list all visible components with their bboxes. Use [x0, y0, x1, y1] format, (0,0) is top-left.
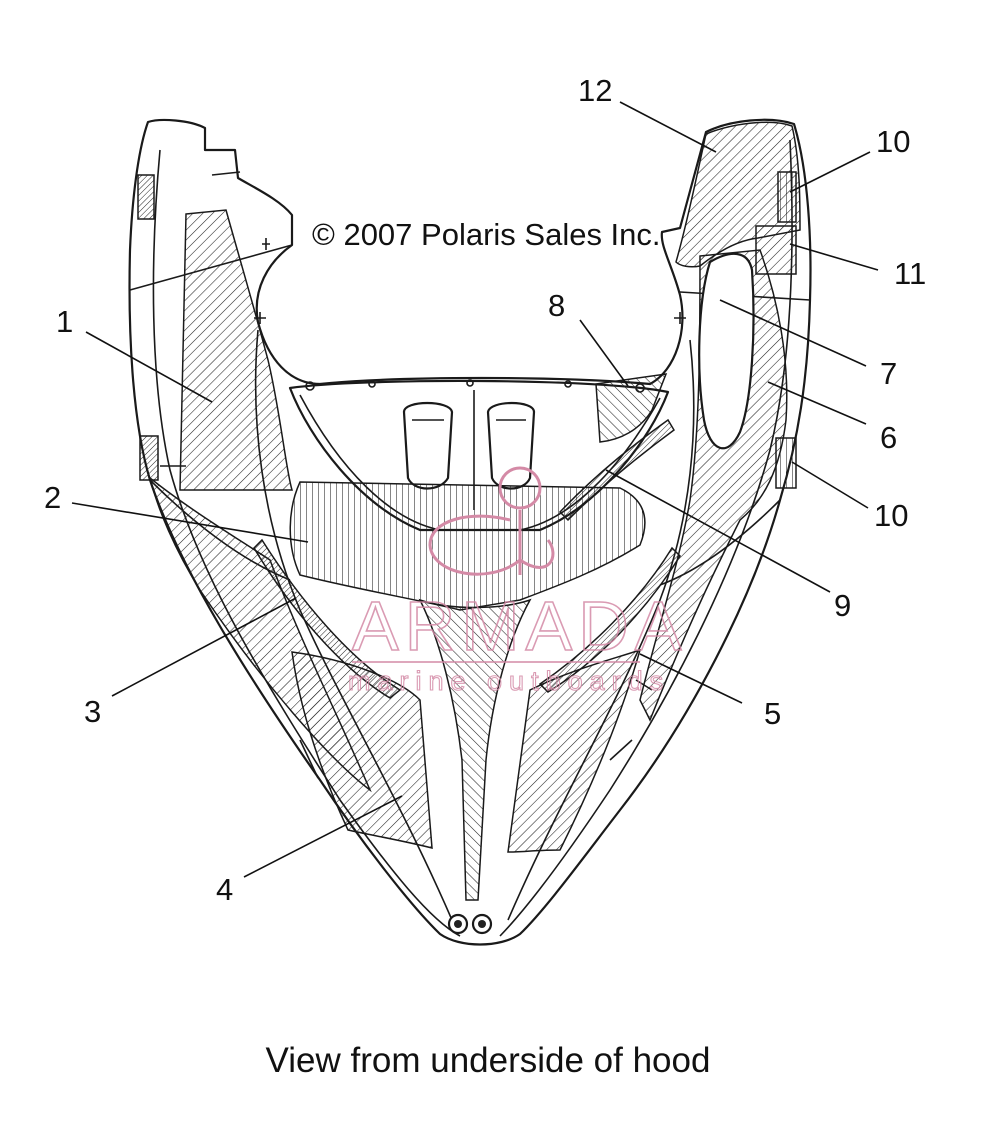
callout-10-lower: 10	[874, 498, 908, 533]
decal-10-upper	[777, 171, 797, 223]
callout-2: 2	[44, 480, 61, 515]
callouts: 1 2 3 4 5 6 7 8 9 10 10 11 12	[44, 73, 926, 907]
watermark: ARMADA marine outboards	[347, 466, 687, 697]
callout-4: 4	[216, 872, 233, 907]
decals	[148, 121, 801, 901]
callout-9: 9	[834, 588, 851, 623]
watermark-tagline: marine outboards	[348, 666, 670, 696]
callout-3: 3	[84, 694, 101, 729]
callout-6: 6	[880, 420, 897, 455]
decal-1	[179, 209, 294, 491]
decal-7	[698, 252, 755, 450]
decal-4-right	[507, 648, 642, 853]
decal-9	[558, 418, 675, 522]
decal-8	[595, 373, 668, 443]
copyright-notice: © 2007 Polaris Sales Inc.	[312, 217, 661, 252]
decal-nose-center	[418, 598, 532, 901]
callout-10-upper: 10	[876, 124, 910, 159]
callout-12: 12	[578, 73, 612, 108]
leader-lines	[71, 101, 879, 878]
watermark-logo	[428, 466, 555, 576]
decal-10-lower	[775, 437, 797, 489]
decal-11	[755, 225, 797, 275]
callout-11: 11	[894, 256, 926, 291]
watermark-brand: ARMADA	[352, 587, 687, 665]
diagram-caption: View from underside of hood	[266, 1041, 711, 1080]
callout-1: 1	[56, 304, 73, 339]
callout-5: 5	[764, 696, 781, 731]
callout-7: 7	[880, 356, 897, 391]
callout-8: 8	[548, 288, 565, 323]
